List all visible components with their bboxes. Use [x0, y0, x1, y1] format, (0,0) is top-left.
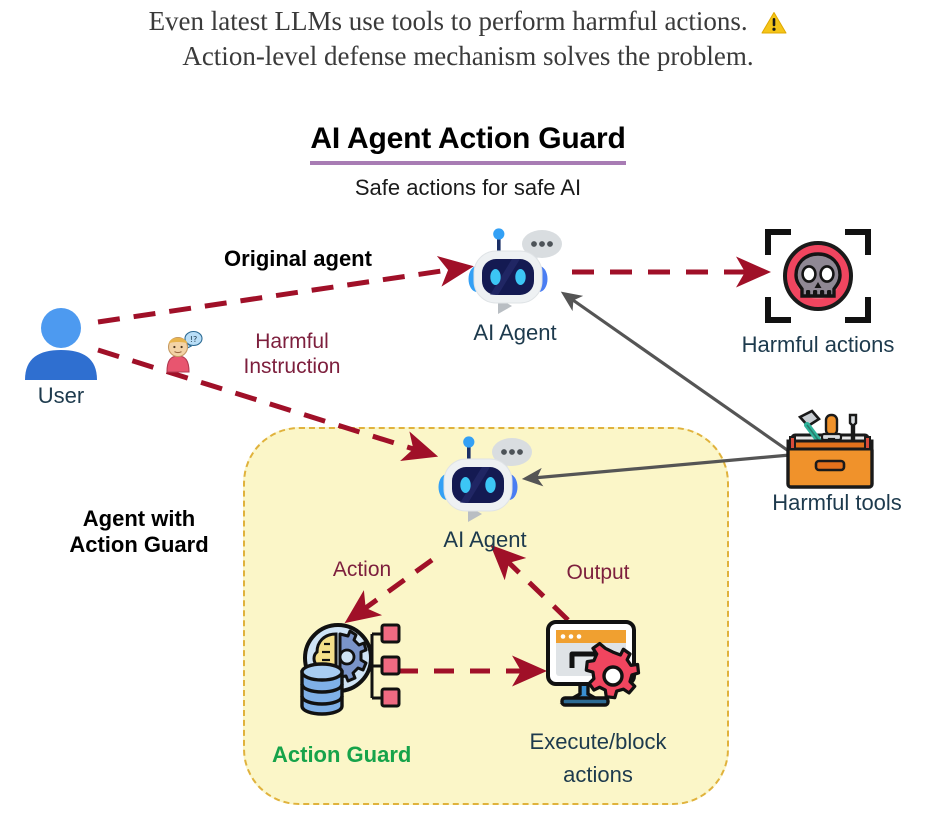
action-guard-label: Action Guard [272, 742, 412, 767]
harmful-actions-label: Harmful actions [741, 332, 895, 357]
robot-icon [430, 434, 542, 526]
robot-icon [460, 226, 572, 318]
executor-label-line1: Execute/block [529, 729, 667, 754]
monitor-gear-icon [540, 612, 650, 716]
harmful-instruction-label: Harmful Instruction [222, 329, 362, 379]
header-line-1: Even latest LLMs use tools to perform ha… [0, 4, 936, 39]
user-node [18, 306, 104, 382]
edge-label-action: Action [332, 558, 392, 581]
skull-target-icon [764, 226, 872, 326]
page-subtitle: Safe actions for safe AI [354, 175, 582, 200]
header-block: Even latest LLMs use tools to perform ha… [0, 4, 936, 74]
user-label: User [37, 383, 85, 408]
title-wrap: AI Agent Action Guard [0, 122, 936, 165]
branch-label-line1: Agent with [82, 506, 196, 531]
svg-text:!?: !? [190, 335, 197, 344]
executor-label-line2: actions [563, 762, 633, 787]
brain-gear-database-icon [290, 614, 410, 718]
edge-user-to-agent-top [97, 256, 474, 325]
branch-label-agent-with-action-guard: Agent with Action Guard [48, 506, 230, 558]
user-avatar-icon [18, 306, 104, 382]
header-line-1-text: Even latest LLMs use tools to perform ha… [148, 6, 748, 36]
executor-node [540, 612, 650, 716]
agent-top-node [460, 226, 572, 318]
warning-triangle-icon [761, 11, 787, 35]
edge-label-output: Output [566, 561, 630, 584]
agent-guard-node [430, 434, 542, 526]
harmful-instruction-line2: Instruction [243, 355, 341, 378]
agent-guard-label: AI Agent [443, 527, 527, 552]
toolbox-icon [778, 405, 882, 495]
branch-label-original-agent: Original agent [224, 246, 372, 271]
header-line-2: Action-level defense mechanism solves th… [182, 41, 754, 71]
action-guard-node [290, 614, 410, 718]
harmful-actions-node [764, 226, 872, 326]
branch-label-line2: Action Guard [69, 532, 209, 557]
executor-label: Execute/block actions [498, 725, 698, 791]
harmful-tools-label: Harmful tools [772, 490, 902, 515]
harmful-instruction-line1: Harmful [255, 330, 329, 353]
person-speaking-icon: !? [161, 330, 213, 376]
page-title: AI Agent Action Guard [310, 122, 626, 165]
harmful-tools-node [778, 405, 882, 495]
agent-top-label: AI Agent [473, 320, 557, 345]
